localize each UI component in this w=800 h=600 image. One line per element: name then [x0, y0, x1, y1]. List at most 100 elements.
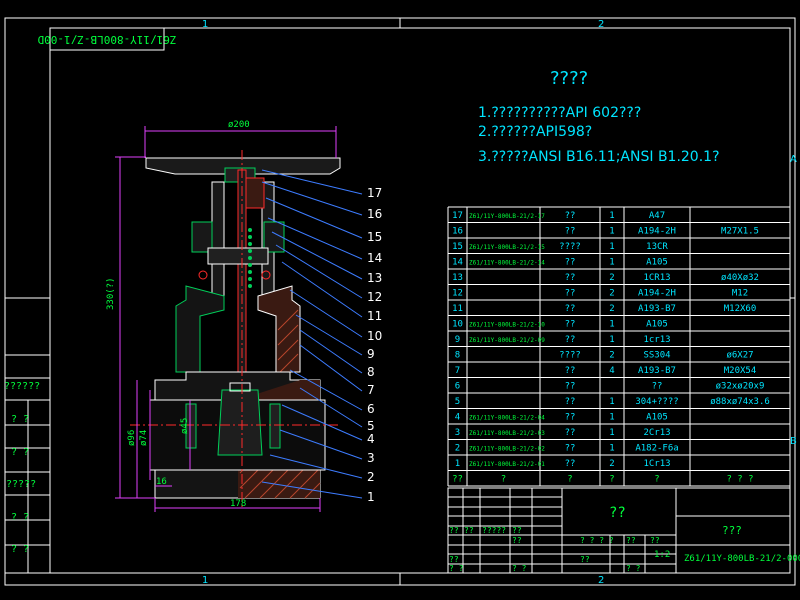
pin-right [261, 270, 271, 280]
frame-col-label-bottom-2: 2 [598, 575, 604, 586]
bom-header-name: ? [567, 475, 572, 485]
bom-row-6-no: 6 [455, 382, 460, 392]
balloon-6: 6 [367, 402, 375, 416]
bom-row-17-qty: 1 [609, 211, 614, 221]
bom-row-11-no: 11 [452, 304, 463, 314]
tb-row3-c3: ?? [580, 555, 590, 564]
bom-row-15-name: ???? [559, 242, 581, 252]
technical-notes: ???? 1.??????????API 602??? 2.??????API5… [478, 68, 720, 165]
seat-ring-left [185, 403, 197, 449]
dim-top-width: ø200 [228, 120, 250, 130]
bom-row-9-material: 1cr13 [643, 335, 670, 345]
bom-header-note: ? ? ? [726, 475, 753, 485]
balloon-13: 13 [367, 271, 382, 285]
tb-row2-c1: ? ? ? ? [580, 536, 614, 545]
balloon-9: 9 [367, 347, 375, 361]
left-label-1: ?????? [4, 381, 40, 392]
bom-row-6-note: ø32xø20x9 [716, 382, 765, 392]
bom-row-14-qty: 1 [609, 258, 614, 268]
bom-row-8-note: ø6X27 [726, 351, 753, 361]
bom-row-13-note: ø40Xø32 [721, 273, 759, 283]
bom-row-7-note: M20X54 [724, 366, 757, 376]
bom-row-3-name: ?? [565, 428, 576, 438]
bom-row-14-name: ?? [565, 258, 576, 268]
bom-row-3-material: 2Cr13 [643, 428, 670, 438]
pin-left [198, 270, 208, 280]
left-label-5: ? ? [11, 512, 29, 523]
bom-row-9-qty: 1 [609, 335, 614, 345]
bom-row-13-name: ?? [565, 273, 576, 283]
bom-row-2-code: Z61/11Y-800LB-21/2-02 [469, 446, 545, 453]
bom-row-2-material: A182-F6a [635, 444, 678, 454]
tb-row2-c3: ?? [650, 536, 660, 545]
gate-wedge [217, 389, 263, 456]
wedge-head [229, 382, 251, 392]
balloon-3: 3 [367, 451, 375, 465]
part-balloons: 17 16 15 14 13 12 11 10 9 8 7 6 5 4 3 2 … [367, 186, 382, 504]
gate-valve-section-view [130, 150, 341, 510]
tb-row3-c2: ?? [449, 555, 459, 564]
tb-row4-c2: ? ? [512, 564, 527, 573]
balloon-12: 12 [367, 290, 382, 304]
frame-col-label-bottom-1: 1 [202, 575, 208, 586]
bom-row-1-name: ?? [565, 459, 576, 469]
bom-row-15-material: 13CR [646, 242, 668, 252]
bom-header-no: ?? [452, 475, 463, 485]
balloon-1: 1 [367, 490, 375, 504]
balloon-11: 11 [367, 309, 382, 323]
tb-row3-c1: ?? [512, 536, 522, 545]
bom-row-5-qty: 1 [609, 397, 614, 407]
bom-row-12-material: A194-2H [638, 289, 676, 299]
frame-row-label-a: A [790, 154, 797, 165]
bom-row-8-qty: 2 [609, 351, 614, 361]
left-label-2: ? ? [11, 414, 29, 425]
tb-row2-c2: ?? [626, 536, 636, 545]
tb-row1-c4: ?? [512, 526, 522, 535]
bom-row-16-material: A194-2H [638, 227, 676, 237]
leader-lines [261, 169, 363, 499]
bom-row-3-qty: 1 [609, 428, 614, 438]
dimension-lines [115, 126, 337, 512]
balloon-15: 15 [367, 230, 382, 244]
bom-row-17-code: Z61/11Y-800LB-21/2-17 [469, 213, 545, 220]
bom-row-2-name: ?? [565, 444, 576, 454]
yoke-left-arm [211, 181, 225, 303]
notes-line-3: 3.?????ANSI B16.11;ANSI B1.20.1? [478, 149, 720, 165]
left-label-6: ? ? [11, 544, 29, 555]
bom-row-10-material: A105 [646, 320, 668, 330]
frame-col-label-top-1: 1 [202, 19, 208, 30]
balloon-7: 7 [367, 383, 375, 397]
balloon-8: 8 [367, 365, 375, 379]
bom-row-3-no: 3 [455, 428, 460, 438]
bom-row-8-name: ???? [559, 351, 581, 361]
bom-row-5-name: ?? [565, 397, 576, 407]
bonnet-left [175, 285, 225, 373]
tb-row4-c3: ? ? [626, 564, 641, 573]
bom-row-11-material: A193-B7 [638, 304, 676, 314]
balloon-16: 16 [367, 207, 382, 221]
bom-row-10-name: ?? [565, 320, 576, 330]
bom-row-14-no: 14 [452, 258, 463, 268]
left-label-3: ? ? [11, 447, 29, 458]
title-block-scale: 1:2 [654, 550, 670, 560]
title-block-drawing-no: Z61/11Y-800LB-21/2-000 [684, 554, 800, 564]
bom-row-2-qty: 1 [609, 444, 614, 454]
bom-row-16-name: ?? [565, 227, 576, 237]
frame-col-label-top-2: 2 [598, 19, 604, 30]
bom-row-17-material: A47 [649, 211, 665, 221]
bom-row-16-no: 16 [452, 227, 463, 237]
drawing-code-text: Z61/11Y-800LB-Z/1-00D [37, 33, 176, 46]
bom-row-9-name: ?? [565, 335, 576, 345]
bom-row-5-no: 5 [455, 397, 460, 407]
bom-row-15-code: Z61/11Y-800LB-21/2-15 [469, 244, 545, 251]
frame-row-label-b: B [790, 436, 797, 447]
bom-row-12-note: M12 [732, 289, 748, 299]
bom-row-11-name: ?? [565, 304, 576, 314]
tb-row1-c2: ?? [464, 526, 474, 535]
bom-row-7-material: A193-B7 [638, 366, 676, 376]
bom-row-4-code: Z61/11Y-800LB-21/2-04 [469, 415, 545, 422]
bom-row-15-no: 15 [452, 242, 463, 252]
dim-bore-d3: ø96 [127, 430, 137, 446]
bom-row-6-material: ?? [652, 382, 663, 392]
